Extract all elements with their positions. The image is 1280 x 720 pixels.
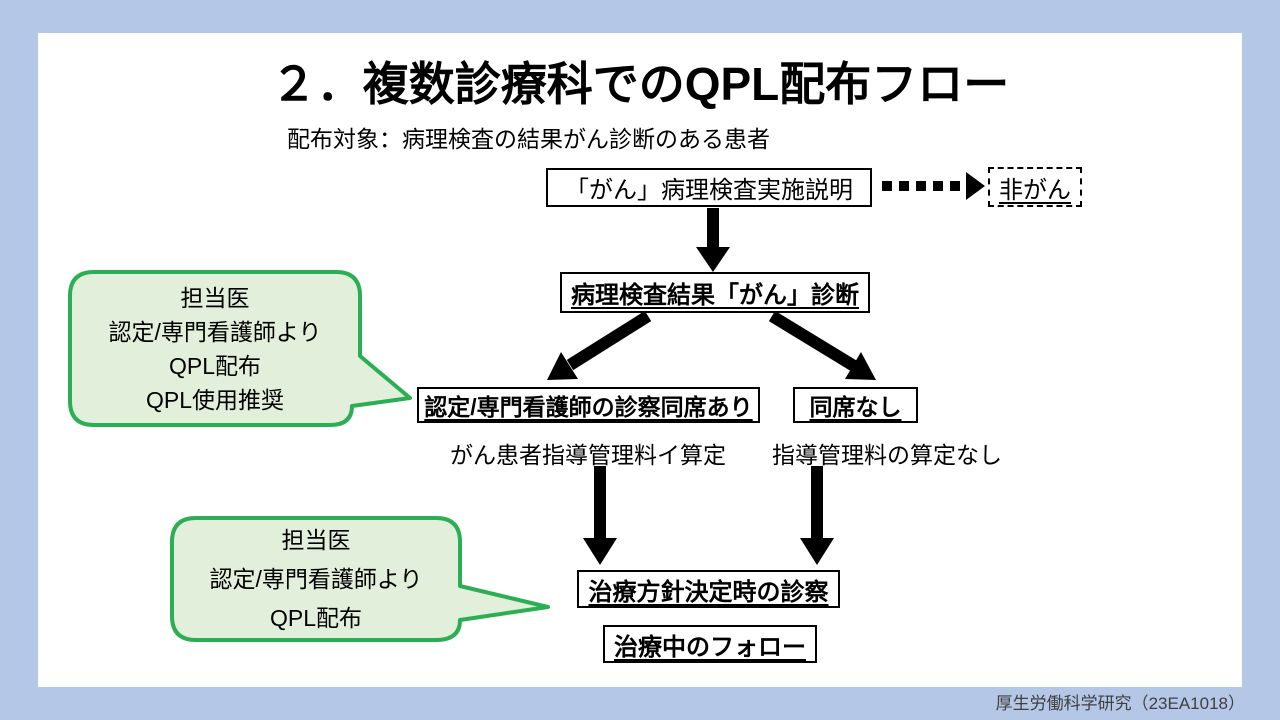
lower-callout-text: 担当医 認定/専門看護師より QPL配布 <box>209 526 423 631</box>
flow-box-non-cancer: 非がん <box>988 167 1082 207</box>
slide-title: ２．複数診療科でのQPL配布フロー <box>270 58 1010 110</box>
slide-footer: 厚生労働科学研究（23EA1018） <box>995 694 1245 713</box>
flow-box-cancer-diagnosis: 病理検査結果「がん」診断 <box>560 272 870 313</box>
flow-box-follow-up: 治療中のフォロー <box>603 625 817 663</box>
flow-box-pathology-explain: 「がん」病理検査実施説明 <box>546 168 872 207</box>
caption-fee-absent: 指導管理料の算定なし <box>772 442 1002 468</box>
flow-box-treatment-policy: 治療方針決定時の診察 <box>577 570 840 608</box>
flow-box-nurse-absent: 同席なし <box>793 387 918 423</box>
caption-fee-present: がん患者指導管理料イ算定 <box>450 442 726 468</box>
upper-callout-text: 担当医 認定/専門看護師より QPL配布 QPL使用推奨 <box>108 284 322 413</box>
slide-subtitle: 配布対象：病理検査の結果がん診断のある患者 <box>287 126 770 152</box>
flow-box-nurse-present: 認定/専門看護師の診察同席あり <box>417 387 760 423</box>
